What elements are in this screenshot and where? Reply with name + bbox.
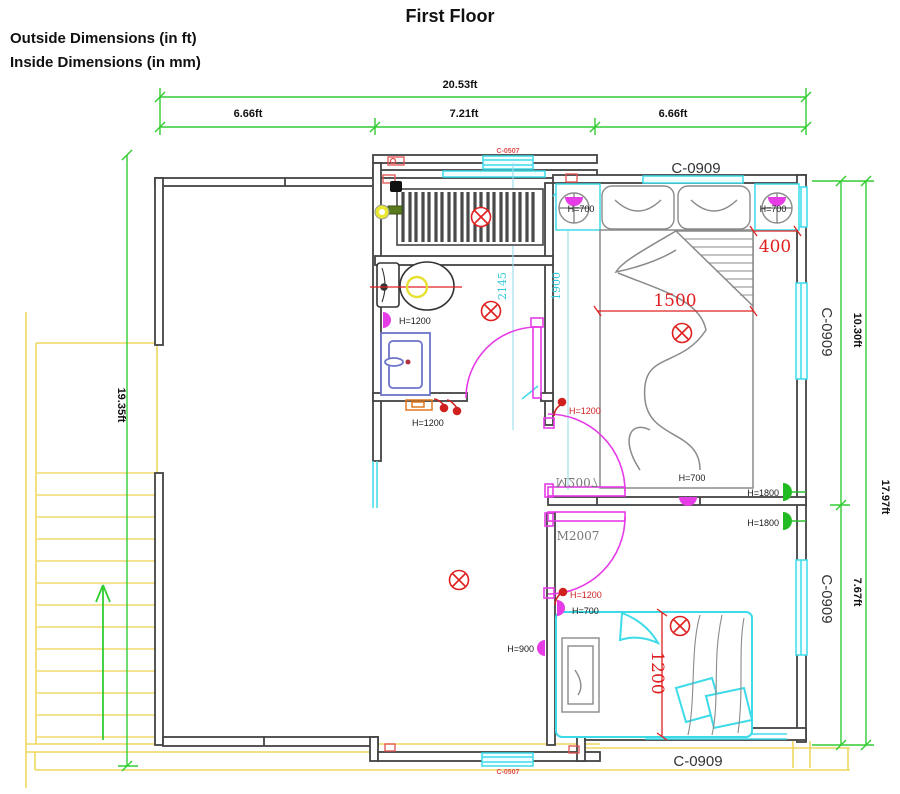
window-c0507-top — [482, 155, 534, 170]
wall-device-icon — [783, 512, 792, 530]
door-tag-bedroom1: M2007 — [556, 475, 599, 489]
dim-bed2-width: 1200 — [647, 651, 667, 694]
label-h700-bed1-left: H=700 — [568, 204, 595, 214]
toilet-flush-icon — [405, 275, 429, 299]
label-h900-living: H=900 — [507, 644, 534, 654]
bedroom1-pillows — [601, 185, 751, 230]
label-h700-bedroom2: H=700 — [572, 606, 599, 616]
wall-device-icon — [783, 483, 792, 501]
toilet — [376, 261, 455, 311]
wall-light-icon — [768, 197, 786, 206]
sprinkler-icons — [433, 397, 568, 606]
wall-light-icon — [537, 640, 545, 656]
wall-light-icon — [557, 600, 565, 616]
window-tag-c0507-bottom: C-0507 — [497, 769, 520, 776]
label-h1200-bedroom2: H=1200 — [570, 590, 602, 600]
dim-bed1-side: 1900 — [550, 272, 563, 300]
ceiling-light-icons — [448, 206, 693, 637]
column-block — [390, 181, 402, 192]
label-h1200-hall: H=1200 — [569, 406, 601, 416]
stair-direction-arrow-icon — [95, 584, 111, 740]
window-tag-top: C-0909 — [671, 160, 720, 177]
legend-inside-dimensions: Inside Dimensions (in mm) — [10, 54, 201, 71]
dim-right-total-height: 17.97ft — [879, 480, 891, 515]
label-h1800-upper: H=1800 — [747, 488, 779, 498]
window-tag-right-lower: C-0909 — [818, 574, 835, 623]
legend-outside-dimensions: Outside Dimensions (in ft) — [10, 30, 197, 47]
ceiling-light-icon — [448, 569, 470, 591]
bedroom2-blanket-lines — [687, 614, 745, 736]
dim-right-lower-height: 7.67ft — [851, 578, 863, 607]
window-right-lower — [795, 559, 808, 656]
window-tag-bottom: C-0909 — [673, 753, 722, 770]
door-closer-icon — [374, 204, 403, 220]
wall-light-icon — [679, 497, 697, 506]
inside-dimension-lines — [593, 225, 802, 741]
ceiling-light-icon — [669, 615, 691, 637]
windows — [372, 155, 808, 767]
dimension-lines — [118, 88, 874, 772]
stair-treads — [37, 472, 157, 738]
dim-left-width: 6.66ft — [234, 108, 263, 120]
wall-light-icons — [383, 197, 806, 656]
label-h700-mid-wall: H=700 — [679, 473, 706, 483]
dim-right-upper-height: 10.30ft — [851, 313, 863, 348]
dim-total-width: 20.53ft — [443, 79, 478, 91]
door-bedroom1 — [543, 413, 626, 498]
dim-right-width: 6.66ft — [659, 108, 688, 120]
page-title: First Floor — [405, 6, 495, 26]
label-h1200-bathroom: H=1200 — [399, 316, 431, 326]
dim-middle-width: 7.21ft — [450, 108, 479, 120]
label-h700-bed1-right: H=700 — [760, 204, 787, 214]
door-bedroom2 — [543, 511, 626, 599]
wall-light-icon — [565, 197, 583, 206]
window-tag-c0507-top: C-0507 — [497, 148, 520, 155]
bedroom2-pillow — [561, 637, 600, 713]
ceiling-light-icon — [671, 322, 693, 344]
door-tag-bedroom2: M2007 — [557, 529, 600, 543]
label-h1200-below-bathroom: H=1200 — [412, 418, 444, 428]
column-markers — [382, 156, 580, 754]
window-c0507-bottom — [481, 752, 534, 767]
dim-nightstand-depth: 400 — [759, 237, 791, 257]
door-bathroom — [465, 317, 544, 399]
louver-closet — [396, 188, 544, 246]
ceiling-light-icon — [480, 300, 502, 322]
water-heater — [405, 399, 433, 411]
wall-light-icon — [383, 312, 391, 328]
sink-vanity — [380, 332, 431, 396]
dim-left-height: 19.35ft — [115, 388, 127, 423]
window-tag-right-upper: C-0909 — [818, 307, 835, 356]
window-right-upper — [795, 282, 808, 380]
ceiling-light-icon — [470, 206, 492, 228]
label-h1800-lower: H=1800 — [747, 518, 779, 528]
bedroom1-bed — [599, 229, 754, 489]
dim-closet-depth: 2145 — [496, 272, 509, 300]
dim-bed1-width: 1500 — [653, 291, 696, 311]
